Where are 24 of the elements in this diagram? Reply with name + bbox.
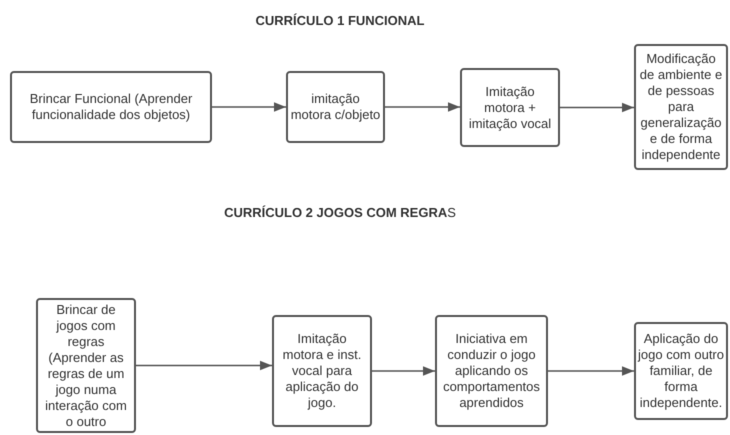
- arrow: [560, 102, 634, 112]
- box-text: Iniciativa em conduzir o jogo aplicando os comportamentos aprendidos: [442, 331, 541, 411]
- process-box: [634, 322, 728, 420]
- arrow: [212, 102, 286, 112]
- section-heading: CURRÍCULO 1 FUNCIONAL: [254, 12, 426, 29]
- box-text: Aplicação do jogo com outro familiar, de forma independente.: [638, 331, 724, 411]
- box-text: Brincar Funcional (Aprender funcionalidade dos objetos): [28, 91, 194, 123]
- process-box: [634, 44, 728, 170]
- process-box: [36, 298, 136, 433]
- section-heading: CURRÍCULO 2 JOGOS COM REGRAS: [223, 204, 457, 221]
- process-box: [460, 68, 560, 147]
- process-box: [286, 71, 385, 143]
- process-box: [10, 71, 212, 143]
- box-text: Modificação de ambiente e de pessoas para generalização e de forma independente: [638, 51, 724, 163]
- arrow: [548, 366, 634, 376]
- box-text: imitação motora c/objeto: [290, 91, 381, 123]
- box-text: Brincar de jogos com regras (Aprender as regras de um jogo numa interação com o outro: [44, 302, 128, 430]
- process-box: [435, 315, 548, 427]
- arrow: [385, 102, 460, 112]
- box-text: Imitação motora + imitação vocal: [468, 84, 552, 132]
- process-box: [272, 315, 372, 427]
- arrow: [136, 360, 272, 370]
- arrow: [372, 366, 435, 376]
- box-text: Imitação motora e inst. vocal para aplicação do jogo.: [282, 331, 362, 411]
